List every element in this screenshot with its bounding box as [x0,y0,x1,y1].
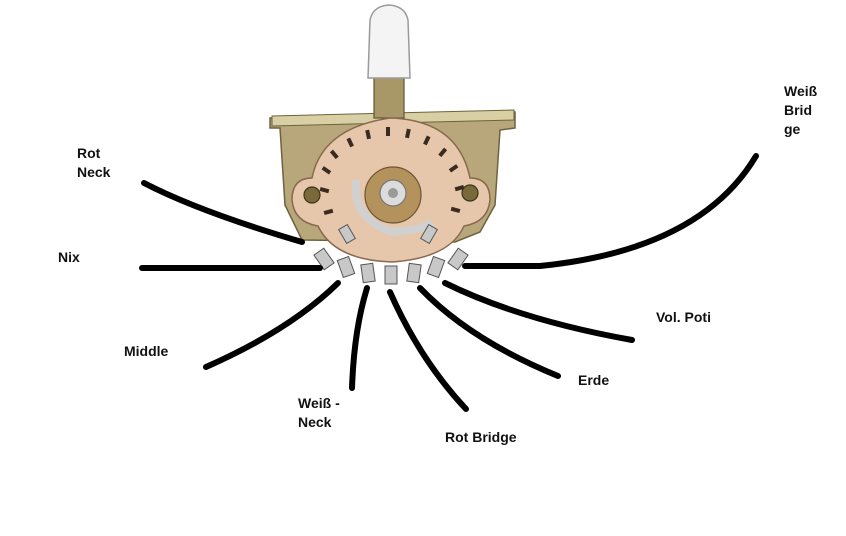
label-weiss-neck-line1: Weiß - [298,395,340,411]
lever-shaft [373,71,405,119]
label-weiss-bridge-line3: ge [784,121,801,137]
label-weiss-neck: Weiß - Neck [298,394,340,432]
wire-rot-neck [141,180,305,245]
label-nix-text: Nix [58,249,80,265]
label-weiss-bridge-line1: Weiß [784,83,818,99]
solder-lugs [313,223,469,285]
wiper-arc [351,179,435,237]
wire-vol-poti [442,280,635,343]
wire-weiss-bridge [462,153,759,269]
rotor-rivet [388,188,398,198]
label-rot-neck-line1: Rot [77,145,101,161]
mount-screw-left [303,186,321,204]
wires [139,153,759,412]
lever-tip-icon [367,4,411,79]
mount-screw-right [461,184,479,202]
label-erde: Erde [578,371,609,390]
label-middle-text: Middle [124,343,169,359]
label-rot-neck: Rot Neck [77,144,110,182]
label-erde-text: Erde [578,372,610,388]
wafer-slots [319,127,465,215]
label-vol-poti: Vol. Poti [656,308,711,327]
five-way-switch-icon [269,4,516,285]
wire-erde [417,285,561,379]
wire-middle [203,280,341,370]
label-middle: Middle [124,342,168,361]
label-rot-bridge-text: Rot Bridge [445,429,517,445]
label-nix: Nix [58,248,80,267]
label-vol-poti-text: Vol. Poti [656,309,711,325]
label-weiss-bridge: Weiß Brid ge [784,82,817,139]
label-weiss-bridge-line2: Brid [784,102,812,118]
wire-rot-bridge [387,289,469,412]
label-rot-bridge: Rot Bridge [445,428,517,447]
label-rot-neck-line2: Neck [77,164,111,180]
label-weiss-neck-line2: Neck [298,414,332,430]
wire-weiss-neck [349,285,370,391]
